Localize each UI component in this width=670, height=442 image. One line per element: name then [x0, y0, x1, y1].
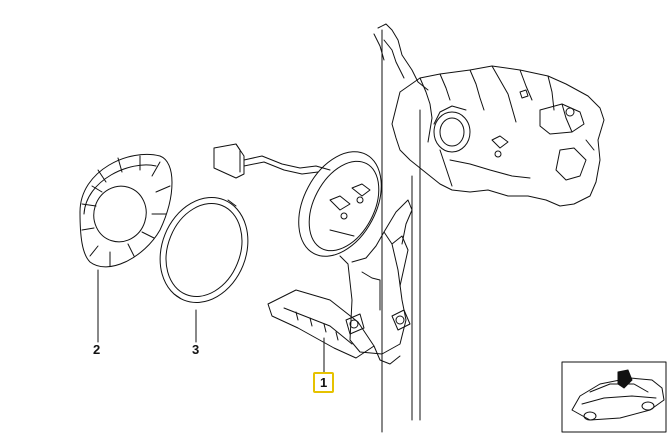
lock-ring-part-2 [79, 153, 173, 268]
car-thumbnail-icon [561, 361, 667, 433]
seal-ring-part-3 [159, 197, 249, 303]
callout-part-1[interactable]: 1 [313, 372, 335, 393]
callout-part-3[interactable]: 3 [192, 342, 200, 357]
callout-part-2[interactable]: 2 [93, 342, 101, 357]
fuel-sender-part-1 [213, 143, 413, 365]
alignment-lines [97, 29, 421, 433]
fuel-tank-drawing [373, 23, 605, 207]
